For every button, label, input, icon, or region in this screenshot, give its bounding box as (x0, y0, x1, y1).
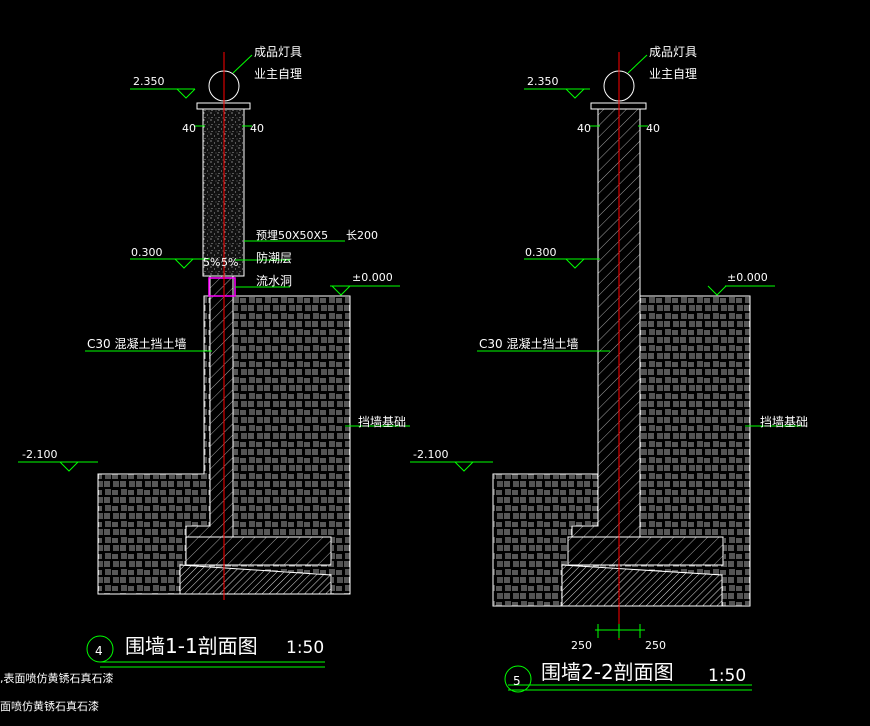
left-slope-label-2: 5% (221, 256, 238, 269)
left-section-scale: 1:50 (286, 638, 324, 658)
left-section: 成品灯具 业主自理 2.350 40 40 预埋50X50X5 长200 0.3… (18, 45, 410, 668)
left-elev-ground: ±0.000 (352, 271, 393, 284)
right-lamp-label-2: 业主自理 (649, 67, 697, 81)
right-elev-top: 2.350 (527, 75, 559, 88)
left-elev-top: 2.350 (133, 75, 165, 88)
right-section-number: 5 (513, 674, 521, 688)
left-dim-right: 40 (250, 122, 264, 135)
right-elev-mid: 0.300 (525, 246, 557, 259)
left-dampproof-label: 防潮层 (256, 250, 292, 265)
left-bedding (179, 564, 332, 595)
right-section-title: 围墙2-2剖面图 (541, 660, 674, 684)
left-embed-label: 预埋50X50X5 (256, 229, 328, 242)
left-dim-left: 40 (182, 122, 196, 135)
right-dim-left: 40 (577, 122, 591, 135)
right-footing (567, 536, 724, 566)
right-lamp-label-1: 成品灯具 (649, 45, 697, 59)
left-elev-bottom: -2.100 (22, 448, 57, 461)
right-section-scale: 1:50 (708, 666, 746, 686)
right-bedding (561, 564, 723, 607)
right-dim-bottom-left: 250 (571, 639, 592, 652)
left-section-number: 4 (95, 644, 103, 658)
left-lamp-label-2: 业主自理 (254, 67, 302, 81)
left-wall-label: C30 混凝土挡土墙 (87, 336, 186, 351)
right-dim-right: 40 (646, 122, 660, 135)
left-footing (185, 536, 332, 566)
left-footing-label: 挡墙基础 (358, 415, 406, 429)
left-title-circle (86, 635, 114, 663)
note-2: 面喷仿黄锈石真石漆 (0, 699, 99, 713)
left-drain-label: 流水洞 (256, 274, 292, 288)
left-lamp-label-1: 成品灯具 (254, 45, 302, 59)
right-section: 成品灯具 业主自理 2.350 40 40 0.300 ±0.000 C30 混… (410, 45, 808, 693)
right-footing-label: 挡墙基础 (760, 415, 808, 429)
right-dim-bottom-right: 250 (645, 639, 666, 652)
left-section-title: 围墙1-1剖面图 (125, 634, 258, 658)
right-title-circle (504, 665, 532, 693)
left-slope-label: 5% (203, 256, 220, 269)
left-embed-length: 长200 (346, 229, 378, 242)
right-wall-label: C30 混凝土挡土墙 (479, 336, 578, 351)
left-elev-mid: 0.300 (131, 246, 163, 259)
note-1: ,表面喷仿黄锈石真石漆 (0, 671, 114, 685)
right-elev-bottom: -2.100 (413, 448, 448, 461)
right-elev-ground: ±0.000 (727, 271, 768, 284)
